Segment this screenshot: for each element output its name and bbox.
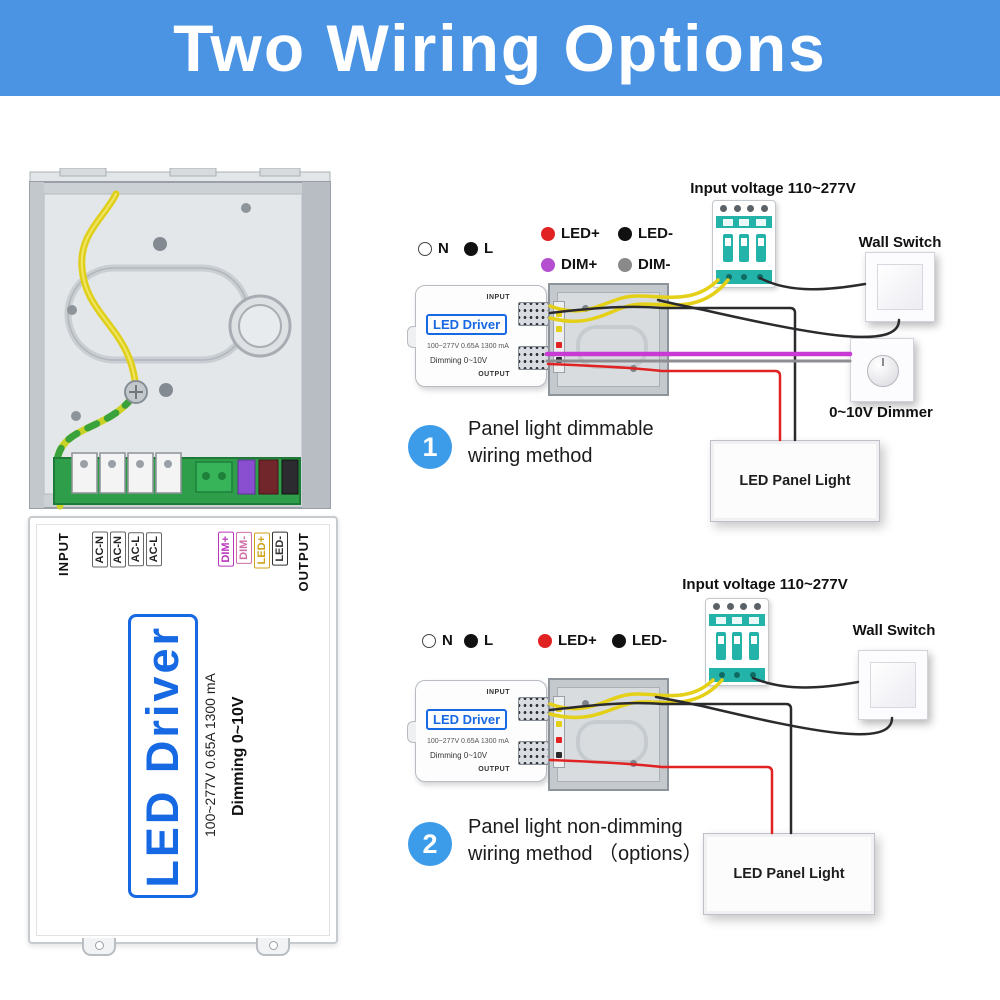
mounting-ear-left xyxy=(82,938,116,956)
mounting-ear-right xyxy=(256,938,290,956)
green-connector xyxy=(195,461,233,493)
legend-item-dim-plus: DIM+ xyxy=(541,256,597,273)
terminal-dim-plus: DIM+ xyxy=(218,532,234,567)
input-voltage-label: Input voltage 110~277V xyxy=(690,180,856,197)
junction-box xyxy=(548,678,669,791)
step-badge-1: 1 xyxy=(408,425,452,469)
diagram-dimmable: Input voltage 110~277V Wall Switch N L L… xyxy=(388,178,992,530)
driver-input-label: INPUT xyxy=(486,689,510,696)
wire-switch-to-box xyxy=(656,298,901,339)
driver-input-pins xyxy=(518,697,550,721)
driver-output-pins xyxy=(518,346,550,370)
junction-terminal-strip xyxy=(553,696,565,768)
dimmer-knob xyxy=(867,355,899,387)
terminal-ac-n-1: AC-N xyxy=(92,532,108,568)
output-word: OUTPUT xyxy=(296,532,311,592)
junction-box-photo xyxy=(29,167,331,510)
terminal-led-minus: LED- xyxy=(272,532,288,566)
step-badge-2: 2 xyxy=(408,822,452,866)
junction-terminal-strip xyxy=(553,301,565,373)
circuit-breaker-icon xyxy=(712,200,776,288)
dim-minus-dot-icon xyxy=(618,257,632,272)
driver-input-pins xyxy=(518,302,550,326)
dimmer-label: 0~10V Dimmer xyxy=(829,404,933,421)
legend-item-l: L xyxy=(464,632,493,649)
terminal-blocks xyxy=(71,452,182,494)
junction-box-interior xyxy=(557,687,660,782)
neutral-dot-icon xyxy=(418,241,432,256)
driver-label: INPUT AC-N AC-N AC-L AC-L DIM+ DIM- LED+… xyxy=(28,516,338,956)
driver-input-label: INPUT xyxy=(486,294,510,301)
junction-box-interior xyxy=(557,292,660,387)
product-name-box: LED Driver xyxy=(128,614,198,898)
legend-item-led-plus: LED+ xyxy=(541,225,600,242)
terminal-led-plus: LED+ xyxy=(254,532,270,569)
legend-item-n: N xyxy=(418,240,449,257)
diagram2-caption: Panel light non-dimming wiring method （o… xyxy=(468,816,703,865)
driver-specs: 100~277V 0.65A 1300 mA xyxy=(427,343,509,350)
dim-plus-dot-icon xyxy=(541,257,555,272)
terminal-ac-n-2: AC-N xyxy=(110,532,126,568)
dimmer-icon xyxy=(850,338,914,402)
legend-item-n: N xyxy=(422,632,453,649)
legend-item-dim-minus: DIM- xyxy=(618,256,671,273)
driver-output-label: OUTPUT xyxy=(478,371,510,378)
legend-item-led-plus: LED+ xyxy=(538,632,597,649)
input-word: INPUT xyxy=(56,532,71,576)
led-plus-terminal xyxy=(258,459,279,495)
product-dimming: Dimming 0~10V xyxy=(230,696,247,816)
terminal-ac-l-2: AC-L xyxy=(146,532,162,567)
diagram1-caption: Panel light dimmable wiring method xyxy=(468,418,654,467)
neutral-dot-icon xyxy=(422,633,436,648)
wall-switch-label: Wall Switch xyxy=(852,622,936,639)
page-title: Two Wiring Options xyxy=(173,11,827,85)
driver-name: LED Driver xyxy=(426,314,508,335)
legend-item-led-minus: LED- xyxy=(618,225,673,242)
legend-item-led-minus: LED- xyxy=(612,632,667,649)
driver-output-pins xyxy=(518,741,550,765)
led-driver-unit: INPUT LED Driver 100~277V 0.65A 1300 mA … xyxy=(407,680,550,782)
driver-specs: 100~277V 0.65A 1300 mA xyxy=(427,738,509,745)
wire-switch-to-box xyxy=(654,695,894,736)
dim-terminal xyxy=(237,459,256,495)
terminal-ac-l-1: AC-L xyxy=(128,532,144,567)
led-minus-dot-icon xyxy=(618,226,632,241)
driver-dimming: Dimming 0~10V xyxy=(430,356,488,365)
title-banner: Two Wiring Options xyxy=(0,0,1000,96)
wall-switch-icon xyxy=(865,252,935,322)
led-driver-unit: INPUT LED Driver 100~277V 0.65A 1300 mA … xyxy=(407,285,550,387)
wall-switch-label: Wall Switch xyxy=(858,234,942,251)
terminal-dim-minus: DIM- xyxy=(236,532,252,564)
product-name: LED Driver xyxy=(137,624,188,888)
legend-item-l: L xyxy=(464,240,493,257)
led-plus-dot-icon xyxy=(538,633,552,648)
driver-name: LED Driver xyxy=(426,709,508,730)
led-panel-light: LED Panel Light xyxy=(710,440,880,522)
input-voltage-label: Input voltage 110~277V xyxy=(682,576,848,593)
line-dot-icon xyxy=(464,241,478,256)
led-panel-light: LED Panel Light xyxy=(703,833,875,915)
diagram-non-dimming: Input voltage 110~277V Wall Switch N L L… xyxy=(388,570,992,930)
wall-switch-icon xyxy=(858,650,928,720)
led-plus-dot-icon xyxy=(541,226,555,241)
junction-box xyxy=(548,283,669,396)
led-minus-dot-icon xyxy=(612,633,626,648)
driver-dimming: Dimming 0~10V xyxy=(430,751,488,760)
line-dot-icon xyxy=(464,633,478,648)
label-frame xyxy=(36,524,330,936)
circuit-breaker-icon xyxy=(705,598,769,686)
driver-output-label: OUTPUT xyxy=(478,766,510,773)
mounting-hole xyxy=(153,237,167,251)
led-minus-terminal xyxy=(281,459,299,495)
driver-box-photo xyxy=(20,167,340,518)
product-specs: 100~277V 0.65A 1300 mA xyxy=(202,673,218,837)
